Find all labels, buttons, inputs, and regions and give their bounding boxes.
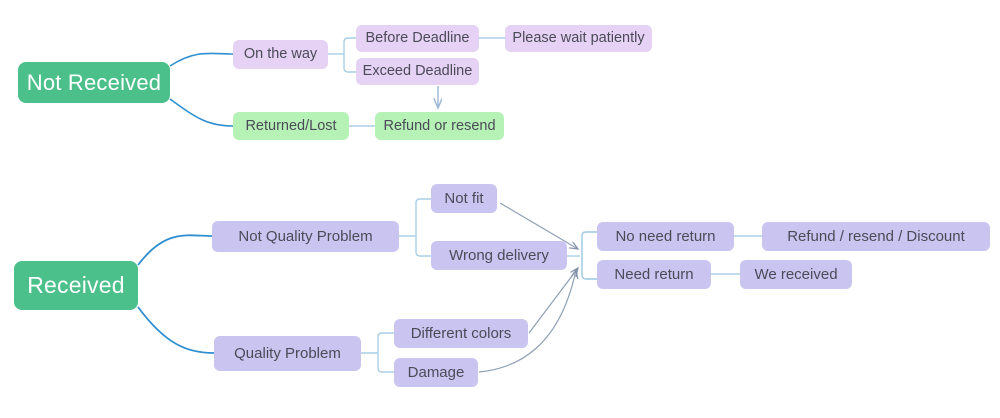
node-not-received[interactable]: Not Received <box>18 62 170 103</box>
edge-received-notqualityproblem <box>137 234 213 266</box>
node-returned-lost[interactable]: Returned/Lost <box>233 112 349 140</box>
edge-notreceived-returnedlost <box>169 98 234 127</box>
node-not-quality-problem[interactable]: Not Quality Problem <box>212 221 399 252</box>
node-no-need-return[interactable]: No need return <box>597 222 734 251</box>
node-refund-resend-discount[interactable]: Refund / resend / Discount <box>762 222 990 251</box>
node-different-colors[interactable]: Different colors <box>394 319 528 348</box>
edge-hub-needreturn <box>581 256 597 280</box>
edge-hub-split <box>581 231 597 280</box>
node-before-deadline[interactable]: Before Deadline <box>356 25 479 52</box>
node-exceed-deadline[interactable]: Exceed Deadline <box>356 58 479 85</box>
node-on-the-way[interactable]: On the way <box>233 40 328 69</box>
edge-qualityproblem-damage <box>377 353 394 373</box>
node-not-fit[interactable]: Not fit <box>431 184 497 213</box>
node-damage[interactable]: Damage <box>394 358 478 387</box>
node-please-wait-patiently[interactable]: Please wait patiently <box>505 25 652 52</box>
node-quality-problem[interactable]: Quality Problem <box>214 336 361 371</box>
edge-received-qualityproblem <box>137 306 215 354</box>
edge-qualityproblem-differentcolors <box>377 332 394 353</box>
edge-ontheway-exceeddeadline <box>343 54 356 73</box>
edge-notqualityproblem-wrongdelivery <box>415 236 431 257</box>
edge-ontheway-beforedeadline <box>343 37 356 54</box>
edge-notqualityproblem-notfit <box>415 198 431 236</box>
edge-hub-noneedreturn <box>581 231 597 256</box>
node-need-return[interactable]: Need return <box>597 260 711 289</box>
edge-differentcolors-hub <box>528 268 578 334</box>
edge-notreceived-ontheway <box>169 52 234 67</box>
node-refund-or-resend[interactable]: Refund or resend <box>375 112 504 140</box>
node-we-received[interactable]: We received <box>740 260 852 289</box>
node-wrong-delivery[interactable]: Wrong delivery <box>431 241 567 270</box>
node-received[interactable]: Received <box>14 261 138 310</box>
